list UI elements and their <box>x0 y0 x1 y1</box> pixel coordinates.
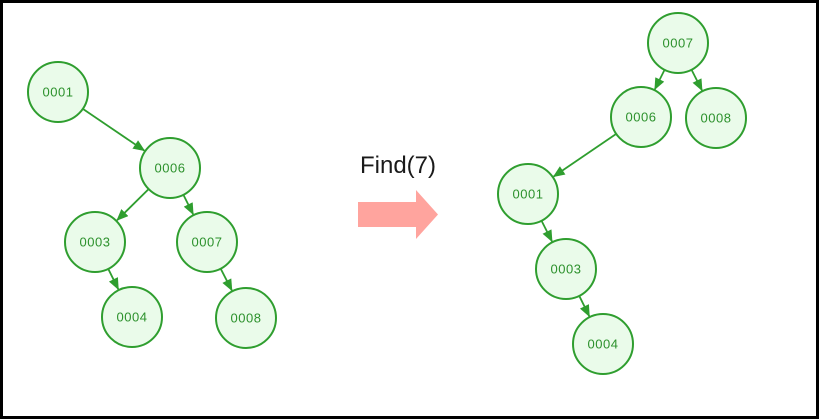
tree-node <box>64 211 126 273</box>
tree-node-label: 0003 <box>80 235 111 250</box>
tree-node <box>610 86 672 148</box>
tree-before: 0001 0006 0003 0007 0004 0008 <box>27 61 277 349</box>
tree-node <box>27 61 89 123</box>
tree-node <box>647 12 709 74</box>
tree-node-label: 0001 <box>513 187 544 202</box>
tree-node <box>139 137 201 199</box>
transform-arrow-icon <box>358 190 438 239</box>
operation-label: Find(7) <box>359 152 437 179</box>
tree-node-label: 0007 <box>663 36 694 51</box>
tree-node <box>101 286 163 348</box>
tree-after: 0007 0006 0008 0001 0003 0004 <box>497 12 747 375</box>
tree-node-label: 0008 <box>231 311 262 326</box>
tree-node-label: 0006 <box>626 110 657 125</box>
tree-node-label: 0001 <box>43 85 74 100</box>
tree-node-label: 0007 <box>192 235 223 250</box>
tree-node-label: 0004 <box>588 337 619 352</box>
tree-node <box>685 87 747 149</box>
tree-node-label: 0006 <box>155 161 186 176</box>
tree-node-label: 0008 <box>701 111 732 126</box>
tree-node <box>535 238 597 300</box>
tree-node-label: 0003 <box>551 262 582 277</box>
tree-node <box>497 163 559 225</box>
tree-node <box>572 313 634 375</box>
tree-node <box>215 287 277 349</box>
tree-node-label: 0004 <box>117 310 148 325</box>
tree-node <box>176 211 238 273</box>
